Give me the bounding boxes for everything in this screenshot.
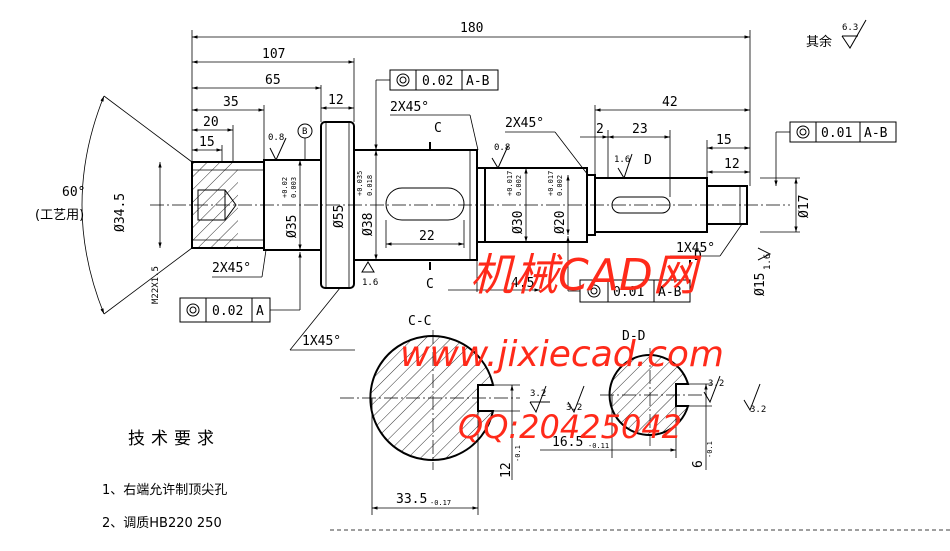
roughness-note-other: 其余 6.3 xyxy=(806,19,867,50)
tol-top-datum: A-B xyxy=(466,74,490,89)
rough-3-2-a: 3.2 xyxy=(530,389,546,399)
rough-1-6-c: 1.6 xyxy=(763,254,773,270)
dd-depth-tol: -0.1 xyxy=(706,441,714,458)
dim-15-left: 15 xyxy=(199,135,215,150)
dim-65: 65 xyxy=(265,73,281,88)
keyway-22: 22 xyxy=(419,229,435,244)
angle-60: 60° xyxy=(62,185,85,200)
watermark-qq: QQ:20425042 xyxy=(458,408,682,446)
angle-note: (工艺用) xyxy=(35,208,84,223)
dia-35-tol-up: +0.02 xyxy=(281,177,289,198)
watermark-name: 机械CAD网 xyxy=(470,250,702,301)
dia-20: Ø20 xyxy=(553,211,568,234)
dim-180: 180 xyxy=(460,21,483,36)
dia-38-tol-lo: 0.018 xyxy=(366,175,374,196)
technical-requirements: 技术要求 1、右端允许制顶尖孔 2、调质HB220 250 xyxy=(102,429,227,531)
requirement-1: 1、右端允许制顶尖孔 xyxy=(102,482,227,498)
tol-right-datum: A-B xyxy=(864,126,888,141)
datum-markers: B D xyxy=(297,123,652,168)
section-cc: C-C 33.5 -0.17 12 -0.1 xyxy=(340,314,522,515)
section-dd-title: D-D xyxy=(622,329,646,344)
section-c-top: C xyxy=(434,121,442,136)
dia-38-tol-up: +0.035 xyxy=(356,171,364,196)
dd-width: 16.5 xyxy=(552,435,583,450)
dim-35: 35 xyxy=(223,95,239,110)
dd-depth: 6 xyxy=(691,460,706,468)
dia-20-tol-up: +0.017 xyxy=(547,171,555,196)
dia-15: Ø15 xyxy=(753,273,768,296)
chamfer-leaders: 2X45° 2X45° 2X45° 1X45° 1X45° xyxy=(212,100,743,351)
watermark: 机械CAD网 www.jixiecad.com QQ:20425042 xyxy=(400,250,724,446)
tol-mid-datum: A-B xyxy=(658,285,682,300)
dim-42: 42 xyxy=(662,95,678,110)
dim-12-collar: 12 xyxy=(328,93,344,108)
watermark-url: www.jixiecad.com xyxy=(400,334,724,375)
tol-top-value: 0.02 xyxy=(422,74,453,89)
tol-right-value: 0.01 xyxy=(821,126,852,141)
dia-30-tol-lo: 0.002 xyxy=(515,175,523,196)
cc-width-tol: -0.17 xyxy=(430,499,451,507)
requirement-2: 2、调质HB220 250 xyxy=(102,516,222,531)
tol-frame-right: 0.01 A-B xyxy=(774,121,897,186)
cc-width: 33.5 xyxy=(396,492,427,507)
tol-left-value: 0.02 xyxy=(212,304,243,319)
cc-depth: 12 xyxy=(499,462,514,478)
chamfer-2x45-b: 2X45° xyxy=(505,116,544,131)
rough-0-8-b: 0.8 xyxy=(494,143,510,153)
keyway-4-5: 4.5 xyxy=(511,276,534,291)
chamfer-2x45-c: 2X45° xyxy=(212,261,251,276)
keyway-dims: 22 4.5 xyxy=(385,220,540,292)
chamfer-1x45-a: 1X45° xyxy=(302,334,341,349)
dia-30: Ø30 xyxy=(511,211,526,234)
section-d-bot: D xyxy=(694,249,702,264)
rough-0-8-a: 0.8 xyxy=(268,133,284,143)
tol-left-datum: A xyxy=(256,304,264,319)
section-c-bot: C xyxy=(426,277,434,292)
rough-3-2-c: 3.2 xyxy=(708,379,724,389)
requirements-title: 技术要求 xyxy=(128,429,220,449)
dia-20-tol-lo: 0.002 xyxy=(556,175,564,196)
dim-20: 20 xyxy=(203,115,219,130)
roughness-symbols: 0.8 0.8 1.6 1.6 1.6 3.2 3.2 3.2 3.2 xyxy=(268,133,773,415)
tol-frame-mid: 0.01 A-B xyxy=(566,236,691,303)
dia-35-tol-lo: 0.003 xyxy=(290,177,298,198)
rough-1-6-b: 1.6 xyxy=(614,155,630,165)
dd-width-tol: -0.11 xyxy=(588,442,609,450)
dia-34-5: Ø34.5 xyxy=(113,193,128,232)
dim-107: 107 xyxy=(262,47,285,62)
chamfer-2x45-a: 2X45° xyxy=(390,100,429,115)
dia-30-tol-up: +0.017 xyxy=(506,171,514,196)
dim-15-right: 15 xyxy=(716,133,732,148)
rough-3-2-b: 3.2 xyxy=(566,403,582,413)
dia-35: Ø35 xyxy=(285,215,300,238)
diameter-labels: Ø34.5 M22X1.5 Ø35 +0.02 0.003 Ø55 Ø38 +0… xyxy=(113,150,812,304)
roughness-note-value: 6.3 xyxy=(842,23,858,33)
rough-1-6-a: 1.6 xyxy=(362,278,378,288)
dia-17: Ø17 xyxy=(797,195,812,218)
dim-12-right: 12 xyxy=(724,157,740,172)
dim-23: 23 xyxy=(632,122,648,137)
rough-3-2-d: 3.2 xyxy=(750,405,766,415)
roughness-note-label: 其余 xyxy=(806,34,832,50)
cone-angle: 60° (工艺用) xyxy=(35,95,193,315)
dia-55: Ø55 xyxy=(332,205,347,228)
cc-depth-tol: -0.1 xyxy=(514,445,522,462)
dia-38: Ø38 xyxy=(361,213,376,236)
section-dd: D-D 16.5 -0.11 6 -0.1 xyxy=(540,329,714,470)
chamfer-1x45-b: 1X45° xyxy=(676,241,715,256)
datum-b: B xyxy=(302,127,307,137)
datum-d-top: D xyxy=(644,153,652,168)
dim-2: 2 xyxy=(596,122,604,137)
shaft-outline xyxy=(150,121,790,289)
thread-m22: M22X1.5 xyxy=(151,266,161,304)
section-cc-title: C-C xyxy=(408,314,431,329)
tol-frame-top: 0.02 A-B xyxy=(374,69,499,150)
tol-frame-left: 0.02 A xyxy=(179,252,302,323)
top-dimensions: 180 107 65 35 20 15 12 42 2 23 15 12 xyxy=(191,21,751,197)
section-cut-marks: C C D xyxy=(426,121,702,292)
tol-mid-value: 0.01 xyxy=(613,285,644,300)
